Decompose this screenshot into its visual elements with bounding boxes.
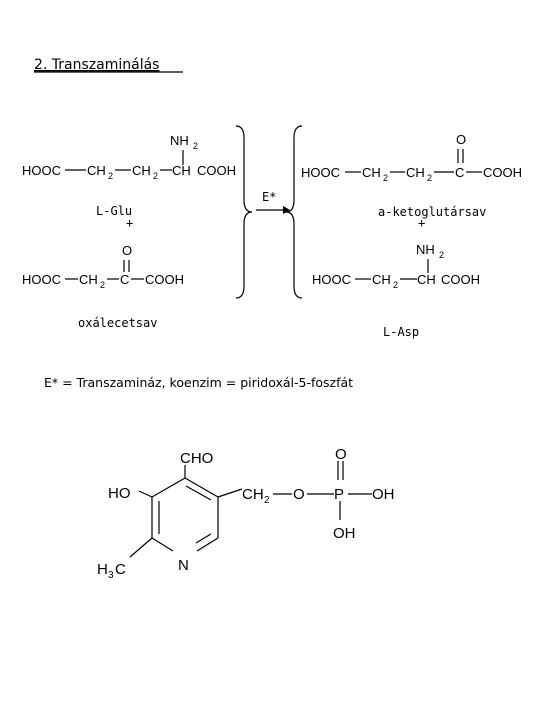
plp-ho: HO — [108, 485, 131, 502]
plp-structure: CHO HO H 3 C N CH 2 O P O OH OH — [97, 446, 395, 581]
ch2-bond — [217, 488, 243, 498]
ring-bond-4 — [151, 537, 174, 552]
glu-ch: CH — [172, 163, 191, 178]
akg-c: C — [455, 165, 464, 180]
plp-h3c-sub: 3 — [108, 570, 114, 581]
plp-h3c-h: H — [97, 561, 108, 578]
oxalecetsav-label: oxálecetsav — [78, 316, 157, 330]
l-asp-structure: NH 2 HOOC CH 2 CH COOH — [312, 242, 480, 290]
oxal-c: C — [120, 272, 129, 287]
glu-ch2a: CH — [87, 163, 106, 178]
plp-p: P — [334, 486, 344, 503]
oxalacetate-structure: O HOOC CH 2 C COOH — [22, 243, 184, 290]
akg-cooh: COOH — [483, 165, 522, 180]
left-brace — [235, 125, 253, 299]
plp-ch2: CH — [242, 486, 264, 503]
plp-ch2-sub: 2 — [264, 495, 270, 506]
akg-ch2b: CH — [406, 165, 425, 180]
akg-ch2a-sub: 2 — [383, 173, 388, 183]
ho-bond — [138, 490, 153, 498]
asp-hooc: HOOC — [312, 272, 351, 287]
plus-sign-left: + — [126, 216, 133, 230]
ring-double-1 — [185, 485, 212, 501]
reaction-arrow-head — [283, 206, 290, 214]
oxal-hooc: HOOC — [22, 272, 61, 287]
glu-ch2a-sub: 2 — [108, 171, 113, 181]
a-ketoglutarsav-label: a-ketoglutársav — [378, 205, 486, 219]
plp-o-link: O — [293, 486, 305, 503]
ring-bond-6 — [151, 477, 186, 498]
akg-o: O — [456, 132, 466, 147]
plus-sign-right: + — [418, 216, 425, 230]
plp-oh-bottom: OH — [333, 525, 356, 542]
oxal-cooh: COOH — [145, 272, 184, 287]
glu-cooh: COOH — [197, 163, 236, 178]
asp-ch2: CH — [372, 272, 391, 287]
glu-nh2-sub: 2 — [193, 141, 198, 151]
plp-cho: CHO — [180, 450, 213, 467]
glu-ch2b: CH — [132, 163, 151, 178]
glu-ch2b-sub: 2 — [153, 171, 158, 181]
page-title: 2. Transzaminálás — [34, 57, 159, 73]
akg-ch2a: CH — [362, 165, 381, 180]
a-ketoglutarate-structure: O HOOC CH 2 CH 2 C COOH — [301, 132, 522, 183]
oxal-ch2-sub: 2 — [100, 280, 105, 290]
glu-hooc: HOOC — [22, 163, 61, 178]
l-glu-label: L-Glu — [96, 204, 132, 218]
oxal-o: O — [122, 243, 132, 258]
akg-ch2b-sub: 2 — [427, 173, 432, 183]
ring-double-2 — [195, 533, 212, 544]
ring-bond-1 — [184, 477, 219, 498]
asp-nh2: NH — [416, 242, 435, 257]
glu-nh2: NH — [170, 133, 189, 148]
plp-oh-right: OH — [372, 486, 395, 503]
methyl-bond — [129, 537, 153, 558]
plp-n: N — [178, 557, 189, 574]
oxal-ch2: CH — [79, 272, 98, 287]
l-glu-structure: NH 2 HOOC CH 2 CH 2 CH COOH — [22, 133, 236, 181]
plp-h3c-c: C — [115, 561, 126, 578]
right-brace — [285, 125, 303, 299]
akg-hooc: HOOC — [301, 165, 340, 180]
plp-o-top: O — [335, 446, 347, 463]
ring-bond-3 — [196, 537, 219, 552]
enzyme-label: E* — [262, 190, 276, 204]
l-asp-label: L-Asp — [383, 325, 419, 339]
asp-cooh: COOH — [441, 272, 480, 287]
asp-ch2-sub: 2 — [393, 280, 398, 290]
caption: E* = Transzamináz, koenzim = piridoxál-5… — [44, 375, 353, 390]
asp-ch: CH — [417, 272, 436, 287]
asp-nh2-sub: 2 — [439, 250, 444, 260]
